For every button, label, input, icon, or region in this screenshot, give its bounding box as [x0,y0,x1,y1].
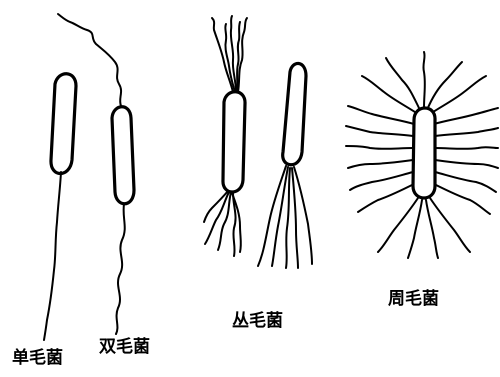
monotrichous-bacterium [44,74,76,340]
lophotrichous-right-bottom-tuft [258,166,312,268]
monotrichous-cell-body [51,74,76,174]
amphitrichous-bacterium [58,14,134,334]
label-peritrichous: 周毛菌 [388,284,439,309]
lophotrichous-right-cell-body [283,63,306,164]
lophotrichous-bacterium-right [258,63,312,268]
peritrichous-bacterium [346,52,498,258]
label-lophotrichous: 丛毛菌 [232,306,283,331]
lophotrichous-left-cell-body [223,92,245,192]
label-monotrichous: 单毛菌 [12,343,63,368]
peritrichous-cell-body [413,108,435,198]
label-amphitrichous: 双毛菌 [99,332,150,357]
lophotrichous-left-bottom-tuft [204,191,241,256]
amphitrichous-bottom-flagellum [116,204,125,334]
amphitrichous-cell-body [112,107,134,204]
monotrichous-flagellum [44,172,61,340]
lophotrichous-bacterium-left [204,16,247,256]
lophotrichous-left-top-tuft [212,16,247,92]
